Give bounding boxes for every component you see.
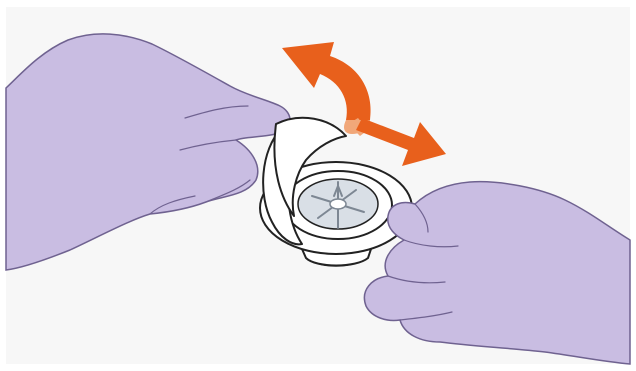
straight-arrow-icon: [348, 118, 446, 166]
left-gloved-hand: [6, 34, 290, 270]
right-gloved-hand: [364, 182, 630, 364]
